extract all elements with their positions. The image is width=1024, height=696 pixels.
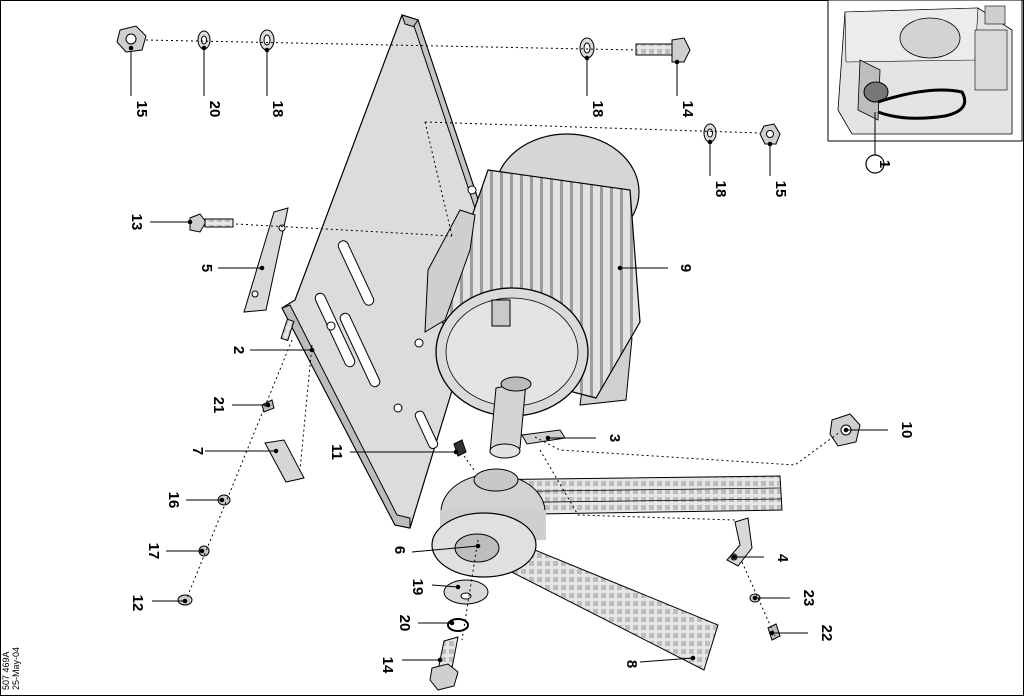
callout-labels: 15 20 18 18 14 18 15 13 5 2 21 7 16 17 1… — [128, 101, 915, 674]
callout-7: 7 — [189, 447, 206, 455]
callout-8: 8 — [623, 660, 640, 668]
callout-13: 13 — [128, 214, 145, 231]
callout-4: 4 — [774, 554, 791, 563]
assembly-lines — [145, 39, 841, 641]
callout-19: 19 — [409, 579, 426, 596]
leader-lines — [128, 45, 888, 663]
callout-18-top-left: 18 — [269, 101, 286, 118]
callout-11: 11 — [328, 444, 345, 460]
callout-22: 22 — [818, 625, 835, 642]
callout-1: 1 — [876, 160, 893, 168]
callout-16: 16 — [165, 492, 182, 509]
pulley — [431, 468, 546, 578]
callout-6: 6 — [391, 546, 408, 554]
callout-17: 17 — [145, 543, 162, 560]
drawing-number: 507 469A — [1, 651, 11, 690]
drive-belts — [469, 475, 783, 671]
callout-10: 10 — [898, 422, 915, 439]
electric-motor — [424, 133, 641, 459]
motor-mounting-plate — [281, 14, 496, 529]
callout-3: 3 — [606, 434, 623, 442]
callout-5: 5 — [198, 264, 215, 272]
callout-20-top: 20 — [206, 101, 223, 118]
callout-18-top-right: 18 — [589, 101, 606, 118]
callout-20-bottom: 20 — [396, 615, 413, 632]
callout-9: 9 — [677, 264, 694, 272]
callout-12: 12 — [129, 595, 146, 612]
date-stamp: 25-May-04 — [11, 646, 21, 690]
callout-18-right: 18 — [712, 181, 729, 198]
callout-21: 21 — [210, 397, 227, 414]
callout-14-top: 14 — [679, 101, 696, 118]
callout-23: 23 — [800, 590, 817, 607]
callout-2: 2 — [230, 346, 247, 354]
location-inset: 1 — [827, 0, 1023, 174]
callout-14-bottom: 14 — [379, 657, 396, 674]
callout-15-right: 15 — [772, 181, 789, 198]
machine-overview — [837, 5, 1013, 135]
callout-15-top: 15 — [133, 101, 150, 118]
